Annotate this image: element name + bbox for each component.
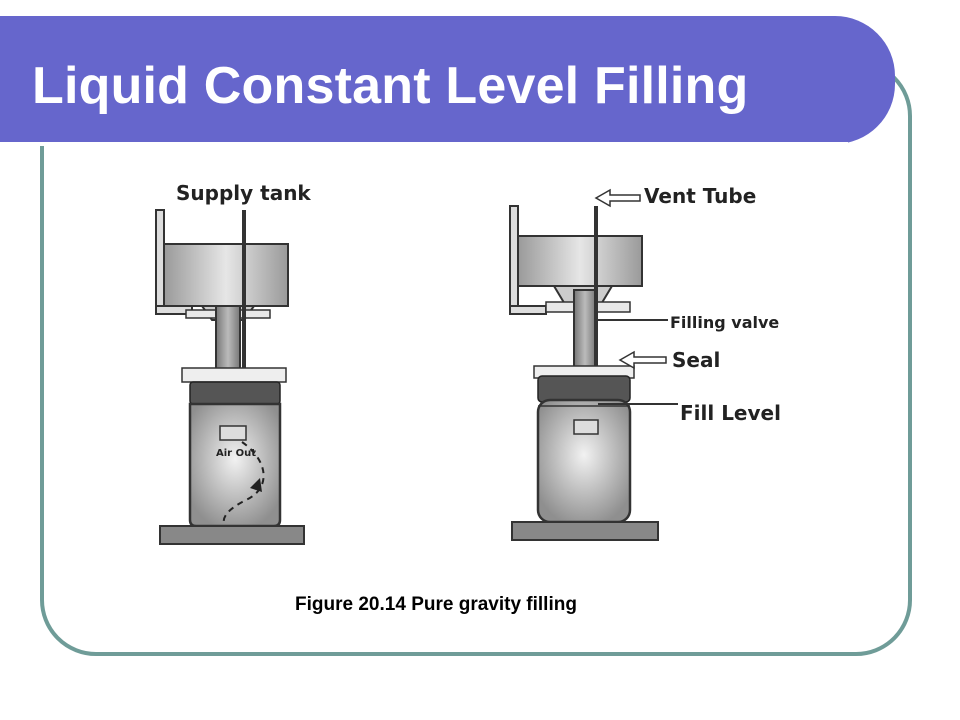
right-bracket-base	[509, 305, 547, 315]
title-bar: Liquid Constant Level Filling	[0, 16, 895, 146]
figure-caption: Figure 20.14 Pure gravity filling	[295, 594, 577, 615]
left-cap-plate	[181, 367, 287, 383]
title-underline	[0, 142, 848, 146]
label-filling-valve: Filling valve	[670, 313, 779, 332]
label-supply-tank: Supply tank	[176, 181, 311, 205]
seal-pointer-arrow	[618, 350, 667, 370]
label-vent-tube: Vent Tube	[644, 184, 756, 208]
right-bracket-vertical	[509, 205, 519, 315]
label-seal: Seal	[672, 348, 720, 372]
right-supply-tank	[517, 235, 643, 287]
slide-frame	[40, 60, 912, 656]
left-air-flow-arrow	[222, 441, 265, 525]
left-jar	[188, 402, 282, 528]
vent-tube-pointer-arrow	[594, 188, 641, 208]
left-air-flow-arrowhead	[250, 478, 262, 492]
right-jar	[536, 398, 632, 524]
right-base-plate	[511, 521, 659, 541]
left-base-plate	[159, 525, 305, 545]
left-jar-neck	[189, 381, 281, 405]
left-bracket-vertical	[155, 209, 165, 315]
gravity-filling-diagram: Supply tank Air Out Vent Tube Fill	[155, 181, 781, 545]
right-filler: Vent Tube Filling valve Seal Fill Level	[509, 184, 781, 541]
right-jar-neck	[537, 375, 631, 403]
label-air-out: Air Out	[216, 448, 256, 459]
slide-title: Liquid Constant Level Filling	[32, 57, 749, 115]
right-tube-tip	[573, 419, 599, 435]
left-supply-tank	[163, 243, 289, 307]
label-fill-level: Fill Level	[680, 401, 781, 425]
left-filler: Supply tank Air Out	[155, 181, 311, 545]
left-tube-tip	[219, 425, 247, 441]
